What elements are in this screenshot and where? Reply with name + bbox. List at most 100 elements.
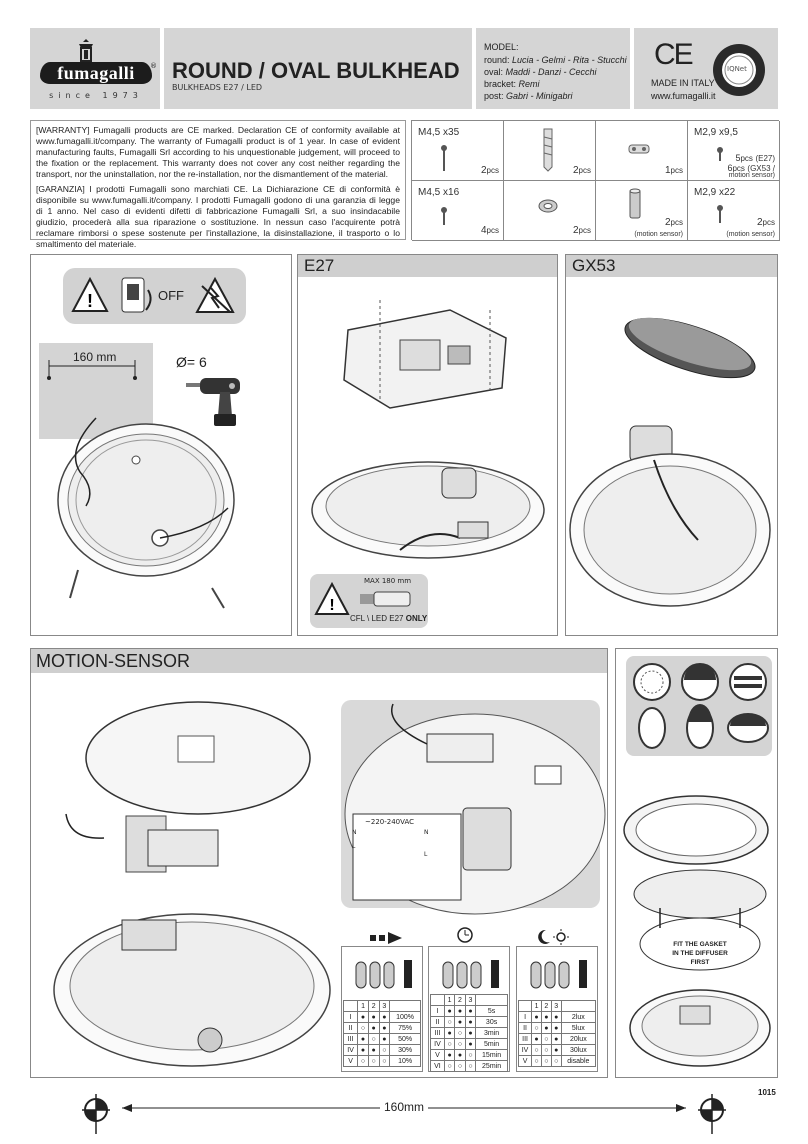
voltage-label: ~220-240VAC [365,818,415,826]
wall-plug-icon [543,128,553,172]
model-label: MODEL: [484,42,519,52]
model-row: bracket: Remi [484,79,540,89]
part-qty: 2pcs [572,165,591,176]
part-qty: 5pcs (E27) [735,153,775,163]
wire-l-label: L [424,851,428,858]
part-qty: 2pcs [664,217,683,228]
variant-icons [633,663,769,749]
long-screw-icon [441,145,447,171]
wire-l-label: L [352,843,356,850]
svg-text:!: ! [87,291,93,311]
motion-module-drawing [65,813,219,873]
gasket-drawing [633,869,767,971]
part-note: (motion sensor) [726,231,775,238]
part-qty: 1pcs [664,165,683,176]
warranty-box [30,120,406,240]
warning-icon: ! [314,581,350,615]
wire-n-label: N [424,829,429,836]
model-list: round: Lucia - Gelmi - Rita - Stucchi ov… [484,54,627,102]
dip-switch-icon [442,960,499,989]
max-length: MAX 180 mm [364,577,412,585]
short-screw-icon [717,147,723,161]
diffuser-plate-drawing [85,701,311,815]
table-row: IV○○●30lux [517,1044,597,1056]
website-text: www.fumagalli.it [651,91,716,101]
model-row: post: Gabri - Minigabri [484,91,573,101]
part-cell: 2pcs [504,181,596,241]
no-power-icon [195,276,235,313]
gx53-lamp-drawing [624,317,756,379]
spacer-icon [629,188,641,219]
table-row: II○●●30s [430,1016,508,1028]
part-cell: M4,5 x35 2pcs [412,121,504,181]
warning-icon: ! [71,276,109,312]
model-row: round: Lucia - Gelmi - Rita - Stucchi [484,55,627,65]
power-switch-icon [121,277,152,313]
certification-seal-icon [713,44,765,96]
part-cell: 1pcs [596,121,688,181]
diffuser-ring-drawing [623,795,769,865]
part-cell: M2,9 x9,5 5pcs (E27) 6pcs (GX53 / motion… [688,121,780,181]
table-row: II○●●75% [342,1022,421,1034]
table-row: V○○○disable [517,1055,597,1067]
wiring-drawing [344,703,606,915]
table-row: III●○●50% [342,1033,421,1045]
grommet-icon [538,199,558,213]
table-row: V○○○10% [342,1055,421,1067]
e27-title: E27 [304,256,335,275]
svg-text:!: ! [329,597,334,614]
e27-base-drawing [311,461,545,559]
table-row: II○●●5lux [517,1022,597,1034]
e27-plate-drawing [343,300,507,409]
part-label: M4,5 x16 [418,187,460,198]
day-night-icon [538,929,569,945]
motion-base-drawing [53,913,331,1067]
model-row: oval: Maddi - Danzi - Cecchi [484,67,597,77]
medium-screw-icon [717,205,723,223]
e27-header [298,255,557,277]
sensitivity-table-box [341,946,423,1072]
part-qty: 2pcs [756,217,775,228]
brand-tagline: since 1973 [49,91,143,100]
table-row: IV●●○30% [342,1044,421,1056]
brand-name: fumagalli [57,63,135,83]
off-label: OFF [158,288,184,303]
ce-mark: CE [654,38,694,71]
footer-measure-label: 160mm [380,1100,429,1114]
part-qty: 2pcs [480,165,499,176]
drill-diameter: Ø= 6 [176,354,207,370]
table-row: I●●●2lux [517,1011,597,1023]
fixture-base-drawing [57,417,235,609]
distance-label: 160 mm [73,350,117,364]
part-cell: 2pcs (motion sensor) [596,181,688,241]
time-table-box [428,946,510,1072]
table-row: VI○○○25min [430,1060,508,1072]
sensitivity-icon [370,932,402,944]
motion-title: MOTION-SENSOR [36,651,191,671]
page-subtitle: BULKHEADS E27 / LED [172,83,263,92]
gx53-title: GX53 [572,256,616,275]
part-label: M2,9 x9,5 [694,127,738,138]
part-label: M2,9 x22 [694,187,736,198]
table-row: V●●○15min [430,1049,508,1061]
lamp-type: CFL \ LED E27 ONLY [350,614,428,623]
page-code: 1015 [758,1088,776,1097]
table-row: IV○○●5min [430,1038,508,1050]
table-row: I●●●5s [430,1005,508,1017]
title-box [164,28,472,109]
warranty-it: [GARANZIA] I prodotti Fumagalli sono mar… [36,184,400,249]
table-row: III●○●3min [430,1027,508,1039]
lux-table-box [516,946,598,1072]
drill-icon [186,378,240,426]
cert-text: IQNet [727,65,747,73]
wire-n-label: N [352,829,357,836]
bulb-icon [360,591,411,607]
table-row: III●○●20lux [517,1033,597,1045]
gasket-base-drawing [629,989,771,1067]
part-qty: 4pcs [480,225,499,236]
drill-area [39,343,153,439]
